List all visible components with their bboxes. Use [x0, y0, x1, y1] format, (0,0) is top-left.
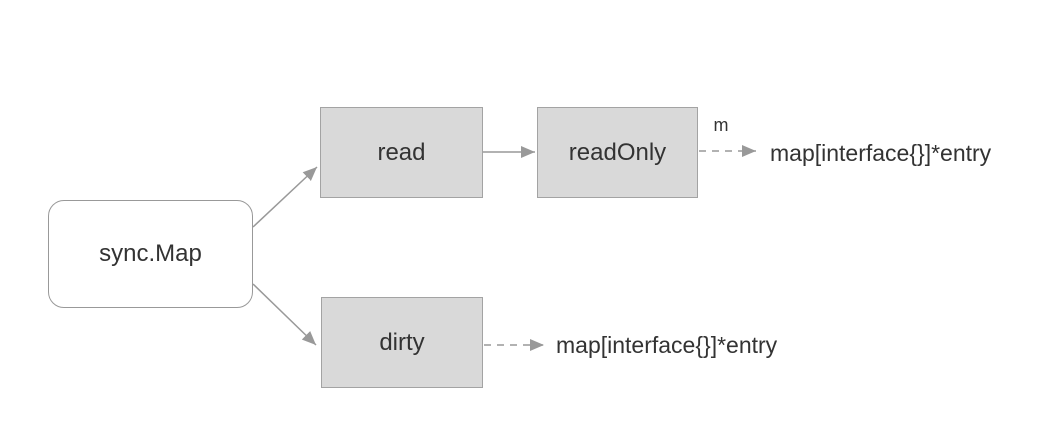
node-dirty-label: dirty	[379, 328, 425, 356]
node-read-only-label: readOnly	[568, 138, 667, 166]
edge-syncmap-to-dirty	[252, 283, 317, 346]
edge-syncmap-to-read	[252, 166, 318, 228]
edge-label-m: m	[713, 115, 729, 135]
node-sync-map-label: sync.Map	[99, 240, 202, 267]
dirty-map-type-text: map[interface{}]*entry	[556, 332, 778, 358]
node-sync-map: sync.Map	[48, 200, 253, 308]
readonly-map-type-text: map[interface{}]*entry	[770, 140, 992, 166]
node-dirty: dirty	[321, 297, 483, 388]
node-read-label: read	[377, 138, 426, 166]
node-read: read	[320, 107, 483, 198]
node-read-only: readOnly	[537, 107, 698, 198]
